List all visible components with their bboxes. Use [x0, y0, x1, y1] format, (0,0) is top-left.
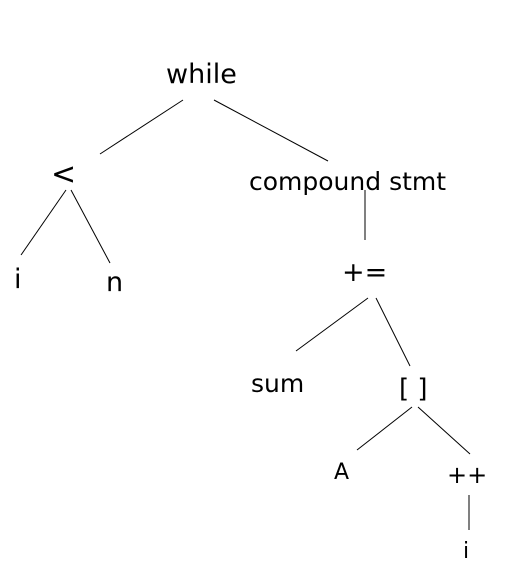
edge-plus-assign-sum: [295, 297, 369, 352]
node-i-2: i: [463, 539, 470, 564]
node-n: n: [106, 267, 124, 298]
node-increment: ++: [447, 461, 488, 489]
edge-while-less-than: [99, 99, 184, 155]
edge-plus-assign-brackets: [375, 297, 411, 367]
edge-brackets-a: [356, 406, 413, 451]
edge-while-compound-stmt: [213, 99, 329, 162]
node-i: i: [14, 264, 22, 295]
node-less-than: <: [51, 157, 77, 192]
node-compound-stmt: compound stmt: [249, 167, 447, 196]
node-while: while: [166, 59, 237, 90]
node-sum: sum: [251, 369, 305, 398]
node-plus-assign: +=: [342, 257, 388, 288]
edge-brackets-increment: [417, 406, 471, 455]
node-brackets: [ ]: [399, 374, 428, 404]
node-a: A: [334, 460, 350, 485]
edge-less-than-n: [70, 189, 111, 264]
edge-less-than-i: [20, 189, 67, 256]
